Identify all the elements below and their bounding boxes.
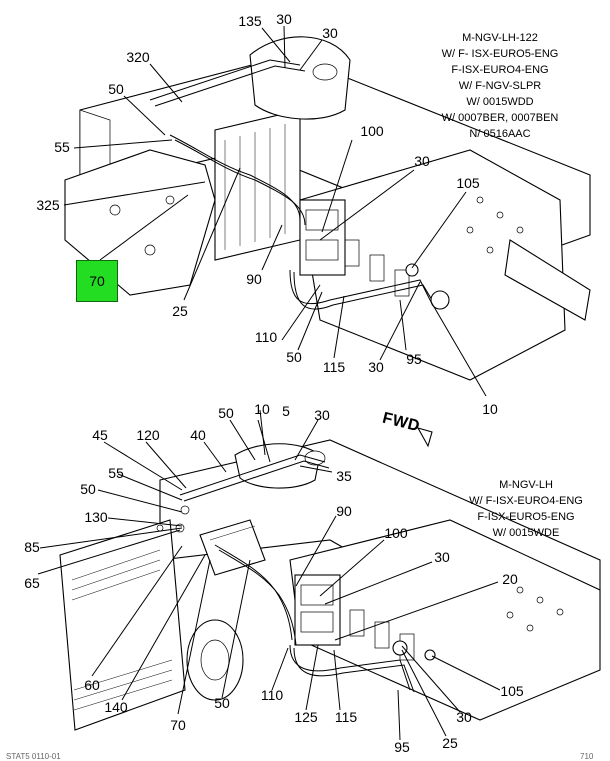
callout-140: 140	[104, 699, 128, 715]
callout-40: 40	[190, 427, 206, 443]
callout-10: 10	[482, 401, 498, 417]
svg-text:W/ F- ISX-EURO5-ENG: W/ F- ISX-EURO5-ENG	[442, 48, 559, 60]
svg-text:W/ F-ISX-EURO4-ENG: W/ F-ISX-EURO4-ENG	[469, 495, 583, 507]
bottom-callouts: 10 50 5 30 45 120 40 35 55 50 130 90 85 …	[24, 401, 524, 755]
callout-55: 55	[54, 139, 70, 155]
callout-95: 95	[406, 351, 422, 367]
svg-text:M-NGV-LH-122: M-NGV-LH-122	[462, 32, 538, 44]
callout-110: 110	[261, 687, 284, 703]
callout-130: 130	[84, 509, 108, 525]
callout-60: 60	[84, 677, 100, 693]
fwd-arrow-icon	[416, 427, 433, 448]
callout-30: 30	[322, 25, 338, 41]
callout-20: 20	[502, 571, 518, 587]
callout-30: 30	[456, 709, 472, 725]
highlighted-callout-70[interactable]: 70	[76, 260, 118, 302]
bottom-leader-lines	[37, 409, 501, 741]
callout-10: 10	[254, 401, 270, 417]
callout-25: 25	[442, 735, 458, 751]
callout-30: 30	[314, 407, 330, 423]
callout-50: 50	[214, 695, 230, 711]
svg-text:N/ 0516AAC: N/ 0516AAC	[469, 128, 530, 140]
callout-90: 90	[246, 271, 262, 287]
callout-325: 325	[36, 197, 60, 213]
callout-5: 5	[282, 403, 290, 419]
callout-90: 90	[336, 503, 352, 519]
top-leader-lines	[63, 25, 487, 397]
bottom-note: M-NGV-LH W/ F-ISX-EURO4-ENG F-ISX-EURO5-…	[469, 479, 583, 539]
top-callouts: 135 30 30 320 50 55 325 100 30 105 90 25…	[36, 11, 498, 417]
svg-text:W/ 0015WDE: W/ 0015WDE	[493, 527, 560, 539]
callout-65: 65	[24, 575, 40, 591]
callout-25: 25	[172, 303, 188, 319]
svg-text:F-ISX-EURO5-ENG: F-ISX-EURO5-ENG	[477, 511, 574, 523]
svg-text:F-ISX-EURO4-ENG: F-ISX-EURO4-ENG	[451, 64, 548, 76]
callout-30: 30	[276, 11, 292, 27]
callout-125: 125	[294, 709, 318, 725]
svg-text:W/ F-NGV-SLPR: W/ F-NGV-SLPR	[459, 80, 542, 92]
callout-50: 50	[80, 481, 96, 497]
callout-95: 95	[394, 739, 410, 755]
callout-50: 50	[286, 349, 302, 365]
callout-55: 55	[108, 465, 124, 481]
callout-30: 30	[414, 153, 430, 169]
grille-slots	[71, 549, 173, 711]
callout-115: 115	[335, 709, 358, 725]
callout-45: 45	[92, 427, 108, 443]
callout-105: 105	[500, 683, 524, 699]
callout-120: 120	[136, 427, 160, 443]
callout-70: 70	[170, 717, 186, 733]
svg-text:W/ 0015WDD: W/ 0015WDD	[466, 96, 533, 108]
callout-30: 30	[434, 549, 450, 565]
callout-50: 50	[108, 81, 124, 97]
callout-110: 110	[255, 329, 278, 345]
callout-115: 115	[323, 359, 346, 375]
callout-35: 35	[336, 468, 352, 484]
callout-135: 135	[238, 13, 262, 29]
callout-100: 100	[360, 123, 384, 139]
callout-30: 30	[368, 359, 384, 375]
bottom-assembly-drawing	[59, 439, 601, 731]
svg-text:M-NGV-LH: M-NGV-LH	[499, 479, 553, 491]
callout-100: 100	[384, 525, 408, 541]
callout-50: 50	[218, 405, 234, 421]
footer-ref-right: 710	[580, 752, 594, 761]
svg-text:W/ 0007BER, 0007BEN: W/ 0007BER, 0007BEN	[442, 112, 559, 124]
footer-ref-left: STAT5 0110-01	[6, 752, 61, 761]
callout-105: 105	[456, 175, 480, 191]
callout-320: 320	[126, 49, 150, 65]
callout-85: 85	[24, 539, 40, 555]
top-note: M-NGV-LH-122 W/ F- ISX-EURO5-ENG F-ISX-E…	[442, 32, 559, 140]
